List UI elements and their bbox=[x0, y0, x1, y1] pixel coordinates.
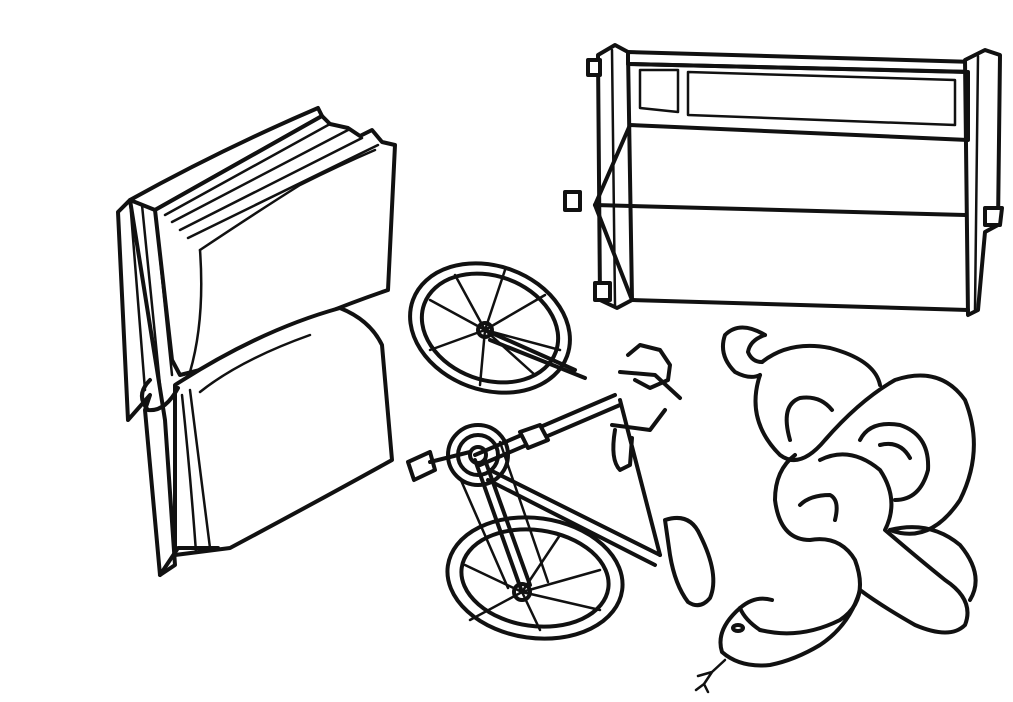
bicycle-icon bbox=[406, 261, 716, 641]
open-book-icon bbox=[116, 106, 397, 577]
snake-icon bbox=[694, 325, 978, 694]
bicycle-front-wheel bbox=[408, 261, 572, 395]
cabinet-icon bbox=[563, 43, 1004, 317]
bicycle-rear-wheel bbox=[445, 515, 625, 641]
